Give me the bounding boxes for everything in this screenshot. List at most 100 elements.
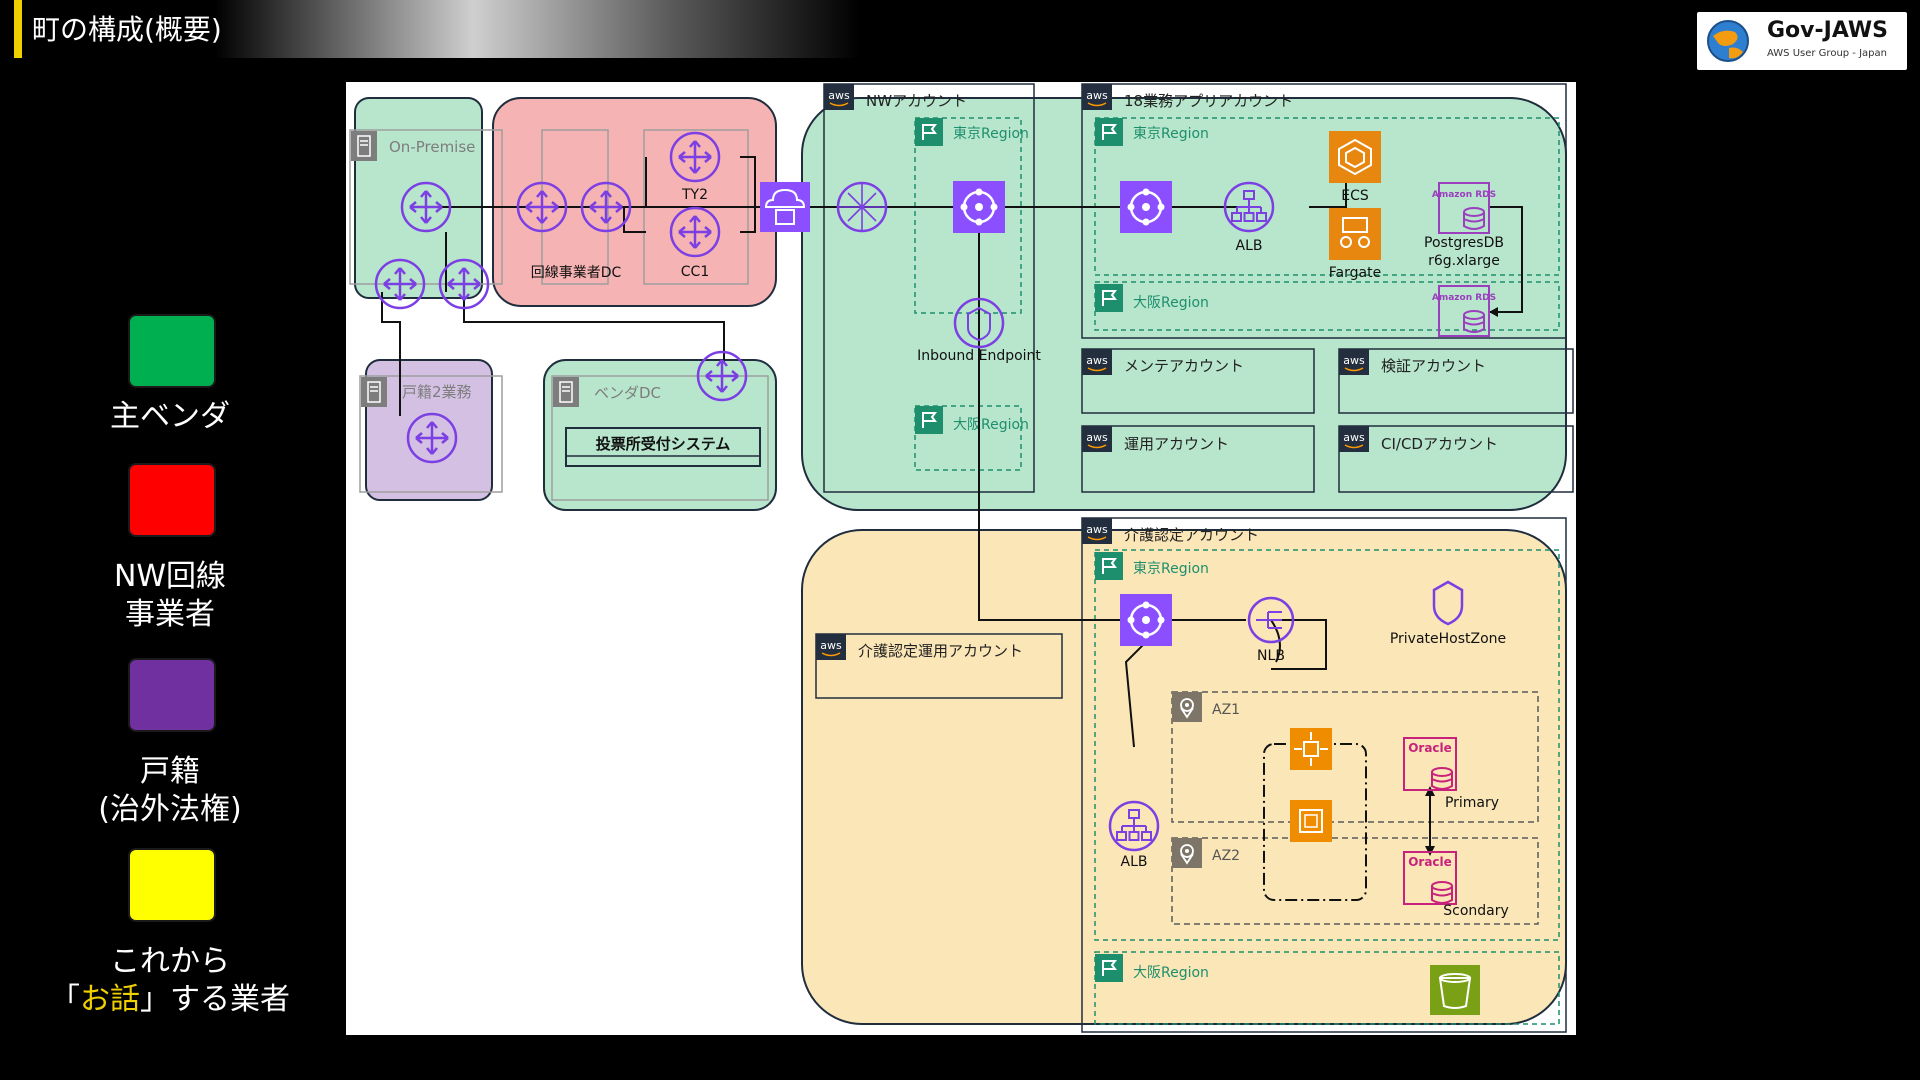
legend-swatch-future-vendor <box>128 848 216 922</box>
ecs-icon <box>1329 131 1381 183</box>
care-alb-label: ALB <box>1121 854 1148 870</box>
nlb-label: NLB <box>1257 648 1285 664</box>
on-premise-label: On-Premise <box>389 138 475 156</box>
legend-label-nw-carrier: NW回線 事業者 <box>40 558 300 634</box>
care-tokyo-region-label: 東京Region <box>1133 561 1209 577</box>
legend-label-future-vendor-line2: 「お話」する業者 <box>40 981 300 1019</box>
transit-gateway-icon <box>1118 179 1174 235</box>
cicd-account-label: CI/CDアカウント <box>1381 435 1498 453</box>
page-title: 町の構成(概要) <box>32 13 222 46</box>
care-account-box <box>1081 517 1567 1033</box>
oracle-primary-tag: Oracle <box>1408 741 1452 755</box>
fargate-icon <box>1329 208 1381 260</box>
legend-swatch-nw-carrier <box>128 463 216 537</box>
title-accent <box>14 0 22 58</box>
transit-gateway-icon <box>951 179 1007 235</box>
oracle-secondary-tag: Oracle <box>1408 855 1452 869</box>
rds-label: Amazon RDS <box>1432 190 1496 200</box>
legend-label-koseki: 戸籍 (治外法権) <box>40 753 300 829</box>
aws-badge-icon <box>1338 425 1370 453</box>
s3-bucket-icon <box>1430 965 1480 1015</box>
globe-icon <box>1707 20 1749 62</box>
region-flag-icon <box>1094 551 1124 581</box>
region-flag-icon <box>1094 953 1124 983</box>
legend-label-future-vendor-line1: これから <box>110 944 230 979</box>
voting-system-label: 投票所受付システム <box>596 435 731 453</box>
aws-badge-icon <box>823 83 855 111</box>
legend-label-koseki-line1: 戸籍 <box>140 754 200 789</box>
auto-scaling-group-box <box>1263 743 1367 901</box>
rds-replica-label: Amazon RDS <box>1432 293 1496 303</box>
legend-bracket-open: 「 <box>50 982 80 1017</box>
apps-tokyo-region-box <box>1094 117 1560 276</box>
legend-swatch-main-vendor <box>128 314 216 388</box>
gov-jaws-logo: Gov-JAWS AWS User Group - Japan <box>1697 12 1907 70</box>
cicd-account-box <box>1338 425 1574 493</box>
care-osaka-region-label: 大阪Region <box>1133 965 1209 981</box>
apps-tokyo-region-label: 東京Region <box>1133 126 1209 142</box>
legend-label-future-vendor: これから 「お話」する業者 <box>40 943 300 1019</box>
postgres-label-2: r6g.xlarge <box>1428 253 1500 269</box>
architecture-diagram: aws <box>346 82 1576 1035</box>
inbound-endpoint-label: Inbound Endpoint <box>917 348 1041 364</box>
datacenter-icon <box>360 376 388 408</box>
private-host-zone-icon <box>1432 580 1464 626</box>
az-pin-icon <box>1171 837 1203 869</box>
ecs-label: ECS <box>1341 188 1369 204</box>
legend-highlight: お話 <box>80 982 140 1017</box>
ec2-icon <box>1290 800 1332 842</box>
vendor-dc-label: ベンダDC <box>594 384 661 402</box>
nw-osaka-region-box <box>914 405 1022 471</box>
koseki-label: 戸籍2業務 <box>402 383 472 401</box>
apps-osaka-region-label: 大阪Region <box>1133 295 1209 311</box>
postgres-label-1: PostgresDB <box>1424 235 1504 251</box>
primary-label: Primary <box>1445 795 1499 811</box>
care-account-label: 介護認定アカウント <box>1124 526 1259 544</box>
apps-account-box <box>1081 83 1567 339</box>
az2-label: AZ2 <box>1212 848 1240 864</box>
verify-account-box <box>1338 348 1574 414</box>
care-osaka-region-box <box>1094 951 1560 1025</box>
nw-account-box <box>823 83 1035 493</box>
az2-box <box>1171 837 1539 925</box>
care-ops-account-label: 介護認定運用アカウント <box>858 642 1023 660</box>
aws-badge-icon <box>815 633 847 661</box>
region-flag-icon <box>914 117 944 147</box>
care-ops-account-box <box>815 633 1063 699</box>
auto-scaling-icon <box>1290 728 1332 770</box>
legend-label-koseki-line2: (治外法権) <box>98 792 242 827</box>
carrier-dc-label: 回線事業者DC <box>531 265 622 281</box>
ty2-label: TY2 <box>681 187 708 203</box>
logo-subtitle: AWS User Group - Japan <box>1767 48 1887 59</box>
verify-account-label: 検証アカウント <box>1381 357 1486 375</box>
maint-account-label: メンテアカウント <box>1124 357 1244 375</box>
datacenter-icon <box>350 130 378 162</box>
secondary-label: Scondary <box>1443 903 1509 919</box>
vpn-gateway-icon <box>836 181 888 233</box>
private-host-zone-label: PrivateHostZone <box>1390 631 1506 647</box>
datacenter-icon <box>552 376 580 408</box>
nw-account-label: NWアカウント <box>866 92 967 110</box>
legend-label-nw-carrier-line1: NW回線 <box>113 559 227 594</box>
legend-label-main-vendor: 主ベンダ <box>110 399 230 434</box>
aws-badge-icon <box>1081 425 1113 453</box>
direct-connect-icon <box>760 182 810 232</box>
az1-label: AZ1 <box>1212 702 1240 718</box>
vendor-dc-box <box>551 375 769 501</box>
cc1-label: CC1 <box>681 264 709 280</box>
apps-alb-label: ALB <box>1236 238 1263 254</box>
transit-gateway-icon <box>1118 592 1174 648</box>
koseki-area <box>365 359 493 501</box>
fargate-label: Fargate <box>1329 265 1381 281</box>
legend-swatch-koseki <box>128 658 216 732</box>
az-pin-icon <box>1171 691 1203 723</box>
voting-system-box <box>565 427 761 467</box>
legend-bracket-close: 」する業者 <box>140 982 290 1017</box>
aws-badge-icon <box>1081 517 1113 545</box>
nlb-icon <box>1247 596 1295 644</box>
aws-badge-icon <box>1081 348 1113 376</box>
nw-osaka-region-label: 大阪Region <box>953 417 1029 433</box>
title-bar: 町の構成(概要) <box>0 0 860 58</box>
nw-tokyo-region-label: 東京Region <box>953 126 1029 142</box>
ops-account-box <box>1081 425 1315 493</box>
